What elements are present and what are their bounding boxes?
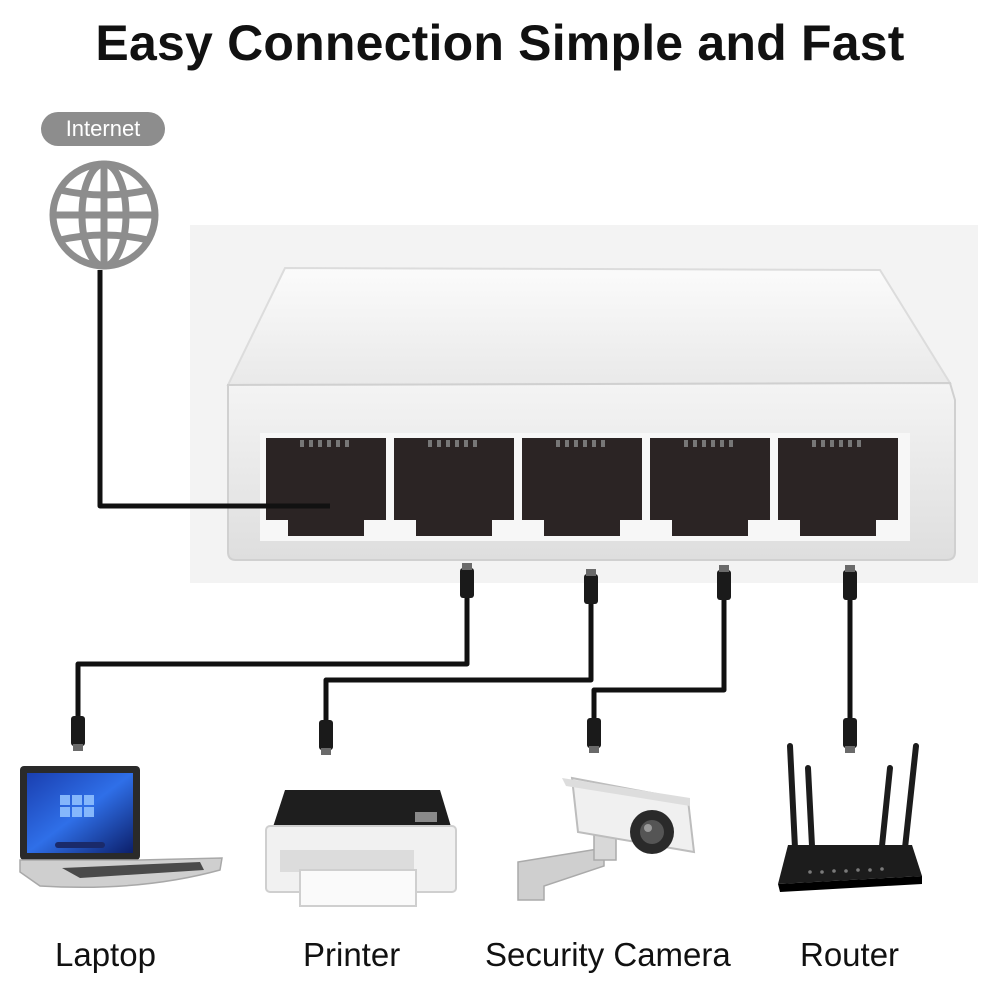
page-title: Easy Connection Simple and Fast [95, 15, 905, 71]
security-camera-icon [517, 776, 696, 901]
ethernet-port [650, 438, 770, 536]
rj45-connectors [71, 563, 857, 755]
ethernet-port [394, 438, 514, 536]
connector-down [587, 718, 601, 753]
router-icon [778, 743, 922, 892]
connector-up [584, 569, 598, 604]
connector-down [71, 716, 85, 751]
laptop-cable [75, 598, 470, 716]
internet-cable [97, 270, 330, 509]
device-label-laptop: Laptop [55, 936, 156, 973]
connector-up [717, 565, 731, 600]
cables [75, 270, 853, 720]
ethernet-port [522, 438, 642, 536]
printer-icon [265, 790, 457, 907]
globe-icon [49, 160, 159, 270]
camera-cable [591, 600, 727, 718]
network-switch [226, 266, 956, 561]
internet-label: Internet [41, 112, 165, 146]
connector-down [319, 720, 333, 755]
device-label-printer: Printer [303, 936, 401, 973]
laptop-icon [19, 766, 223, 889]
connector-up [460, 563, 474, 598]
printer-cable [323, 604, 594, 720]
device-label-router: Router [800, 936, 900, 973]
ethernet-port [778, 438, 898, 536]
connector-up [843, 565, 857, 600]
ethernet-port [266, 438, 386, 536]
device-label-security-camera: Security Camera [485, 936, 731, 973]
connector-down [843, 718, 857, 753]
